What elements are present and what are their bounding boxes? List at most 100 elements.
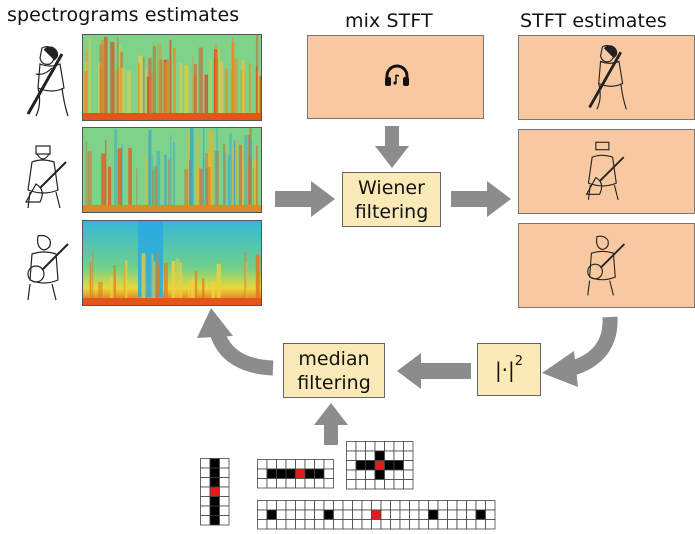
spectrogram-streak — [167, 159, 171, 212]
spectrogram-streak — [196, 135, 199, 212]
kernel-cell — [276, 468, 287, 479]
kernel-cell — [304, 478, 315, 489]
spectrogram-streak — [117, 67, 120, 120]
spectrogram-streak — [232, 158, 237, 212]
spectrogram-streak — [105, 139, 107, 212]
kernel-horizontal — [257, 459, 334, 493]
spectrogram-streak — [86, 49, 88, 120]
spectrogram-streak — [255, 66, 258, 120]
magnitude-exponent: 2 — [514, 353, 524, 369]
kernel-cell — [342, 519, 353, 530]
kernel-cell — [200, 486, 211, 497]
kernel-cell — [219, 505, 230, 516]
kernel-cell — [219, 486, 230, 497]
kernel-cell — [403, 450, 414, 461]
kernel-cell — [403, 479, 414, 490]
spectrogram-streak — [103, 36, 108, 120]
kernel-cell — [409, 509, 420, 520]
kernel-cell — [355, 441, 366, 452]
kernel-cell — [346, 479, 357, 490]
kernel-cell — [365, 441, 376, 452]
spectrogram-streak — [245, 262, 248, 305]
spectrogram-streak — [89, 262, 92, 305]
spectrogram-streak — [255, 35, 259, 120]
spectrogram-low-band — [83, 205, 261, 212]
kernel-cell — [323, 509, 334, 520]
balalaika-player-icon — [585, 141, 624, 200]
kernel-cell — [361, 519, 372, 530]
spectrogram-streak — [241, 60, 245, 120]
kernel-cell — [355, 460, 366, 471]
spectrogram-streak — [214, 151, 219, 212]
kernel-cell — [314, 500, 325, 511]
stft-estimate-3 — [518, 223, 695, 308]
spectrogram-streak — [148, 130, 152, 212]
spectrogram-low-band — [83, 298, 261, 305]
kernel-cross — [346, 441, 414, 494]
spectrogram-streak — [152, 45, 157, 120]
saxophone-player-illustration — [26, 46, 69, 117]
spectrogram-streak — [159, 59, 163, 120]
spectrogram-streak — [153, 167, 155, 212]
spectrogram-streak — [171, 261, 176, 305]
spectrogram-streak — [184, 65, 189, 120]
spectrogram-streak — [256, 145, 258, 212]
spectrogram-streak — [186, 131, 190, 212]
kernel-cell — [257, 500, 268, 511]
spectrogram-streak — [119, 44, 122, 120]
spectrogram-streak — [109, 276, 114, 305]
kernel-cell — [409, 500, 420, 511]
kernel-cell — [393, 441, 404, 452]
spectrogram-streak — [219, 60, 224, 120]
spectrogram-streak — [199, 168, 203, 212]
spectrogram-streak — [117, 148, 122, 212]
kernel-cell — [374, 441, 385, 452]
spectrogram-source-3 — [82, 220, 262, 306]
spectrogram-streak — [164, 154, 167, 212]
spectrogram-streak — [173, 142, 175, 212]
spectrogram-streak — [244, 251, 247, 305]
kernel-cell — [346, 450, 357, 461]
spectrogram-streak — [218, 48, 220, 120]
kernel-cell — [219, 458, 230, 469]
kernel-cell — [384, 450, 395, 461]
kernel-cell — [295, 468, 306, 479]
kernel-cell — [266, 519, 277, 530]
kernel-cell — [295, 500, 306, 511]
kernel-cell — [342, 509, 353, 520]
spectrogram-streak — [126, 70, 131, 120]
spectrogram-streak — [193, 64, 197, 120]
kernel-cell — [346, 441, 357, 452]
kernel-cell — [380, 519, 391, 530]
kernel-cell — [219, 515, 230, 526]
kernel-cell — [384, 469, 395, 480]
spectrogram-streak — [88, 37, 91, 120]
kernel-vertical — [200, 458, 230, 530]
kernel-cell — [285, 500, 296, 511]
kernel-cell — [295, 519, 306, 530]
spectrogram-streak — [124, 260, 128, 305]
kernel-cell — [304, 519, 315, 530]
kernel-cell — [418, 519, 429, 530]
kernel-cell — [200, 458, 211, 469]
kernel-cell — [295, 478, 306, 489]
kernel-cell — [209, 486, 220, 497]
kernel-cell — [266, 478, 277, 489]
spectrogram-streak — [204, 74, 208, 120]
kernel-cell — [409, 519, 420, 530]
spectrogram-streak — [227, 155, 230, 212]
spectrogram-streak — [259, 75, 261, 120]
kernel-cell — [257, 519, 268, 530]
kernel-cell — [466, 509, 477, 520]
kernel-cell — [352, 509, 363, 520]
mix-stft-title: mix STFT — [345, 10, 433, 32]
arrow-kernels-to-median — [314, 403, 348, 445]
spectrogram-streak — [141, 253, 146, 305]
spectrogram-streak — [138, 63, 140, 120]
kernel-cell — [428, 500, 439, 511]
kernel-cell — [209, 458, 220, 469]
spectrogram-streak — [205, 168, 209, 212]
arrow-spectrograms-to-wiener — [275, 181, 335, 217]
wiener-label-line2: filtering — [354, 200, 429, 223]
spectrogram-streak — [154, 165, 158, 212]
